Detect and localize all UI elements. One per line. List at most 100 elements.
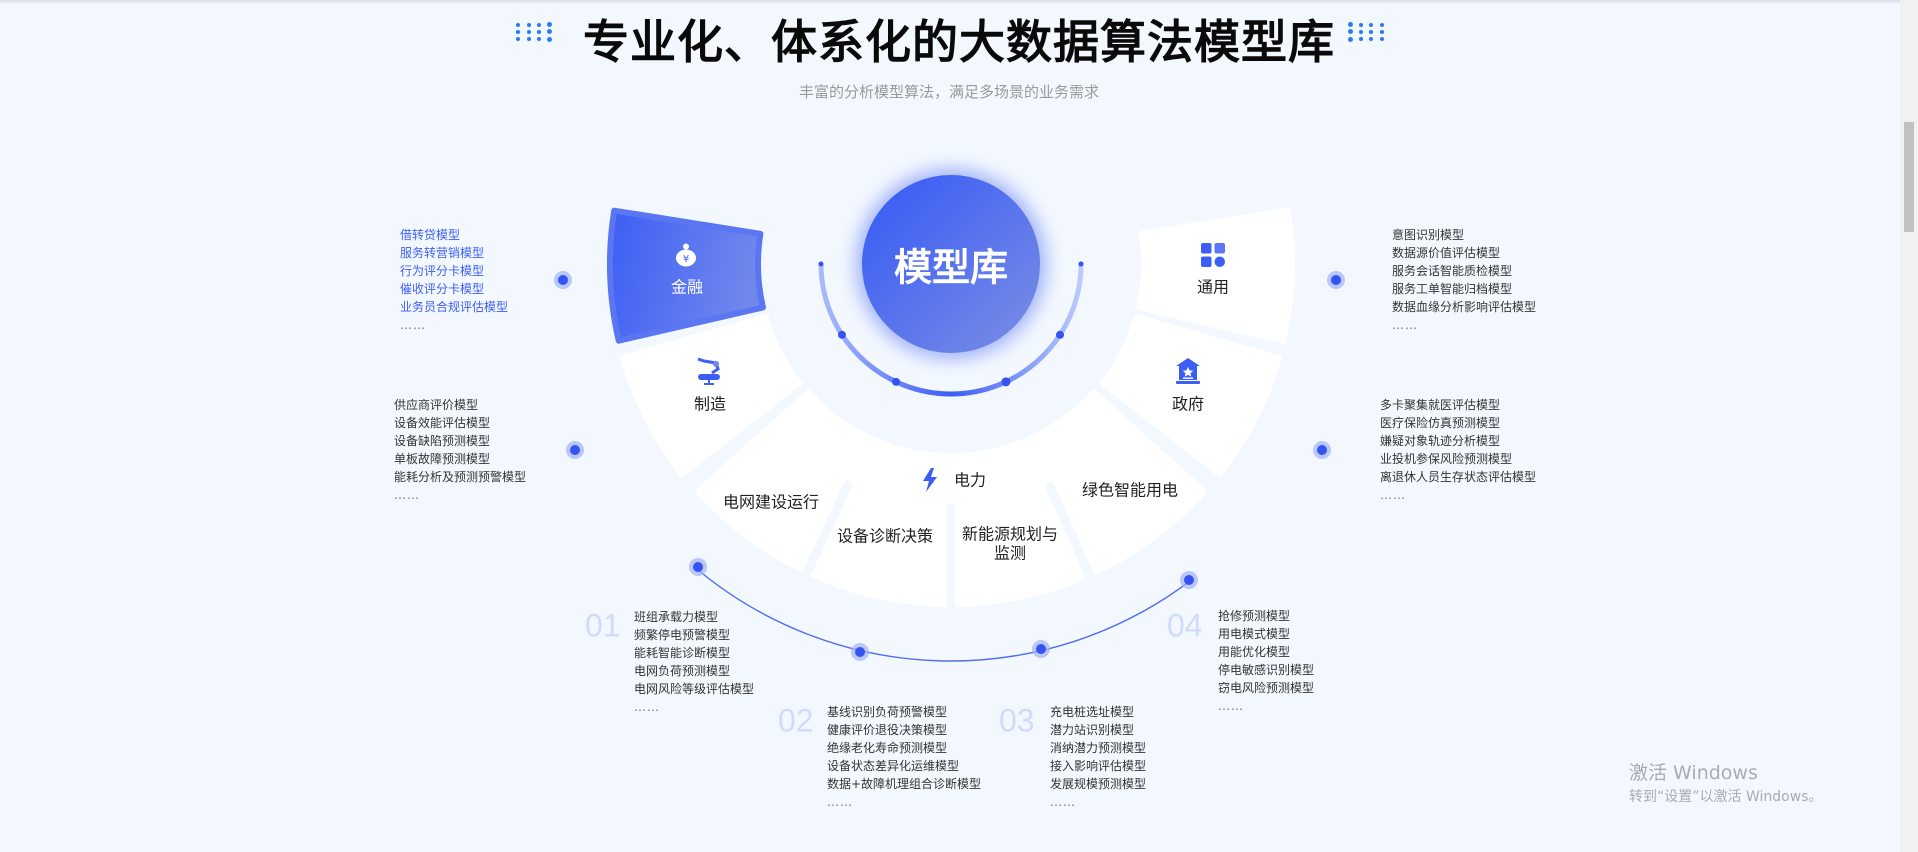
group-number-03: 03 <box>999 702 1035 739</box>
connector-dot <box>855 647 865 657</box>
model-list-item: 数据+故障机理组合诊断模型 <box>827 777 982 791</box>
power-list-04: 抢修预测模型用电模式模型用能优化模型停电敏感识别模型窃电风险预测模型…… <box>1218 607 1314 715</box>
orbit-dot <box>837 330 846 339</box>
orbit-dot <box>1001 377 1011 387</box>
model-list-item: 接入影响评估模型 <box>1050 759 1147 773</box>
model-list-item: 设备状态差异化运维模型 <box>827 759 960 773</box>
power-list-01: 班组承载力模型频繁停电预警模型能耗智能诊断模型电网负荷预测模型电网风险等级评估模… <box>634 608 754 716</box>
connector-dot <box>558 275 568 285</box>
model-list-item: 离退休人员生存状态评估模型 <box>1380 470 1537 484</box>
model-list-item: 业投机参保风险预测模型 <box>1380 452 1513 466</box>
connector-dot <box>1036 644 1046 654</box>
inner-orbit-arc <box>818 261 1084 397</box>
model-list-item: 行为评分卡模型 <box>400 264 485 278</box>
manufacturing-sector[interactable] <box>620 314 802 477</box>
power-sector-divider <box>798 480 853 586</box>
power-list-03: 充电桩选址模型潜力站识别模型消纳潜力预测模型接入影响评估模型发展规模预测模型 …… <box>1050 703 1146 811</box>
model-list-item: 抢修预测模型 <box>1218 609 1291 623</box>
model-list-item: 停电敏感识别模型 <box>1218 663 1315 677</box>
model-list-item: 潜力站识别模型 <box>1050 723 1135 737</box>
dots-decoration-left-icon <box>513 21 555 43</box>
model-list-item: 绝缘老化寿命预测模型 <box>827 741 948 755</box>
model-list-item: …… <box>1392 318 1418 332</box>
model-list-item: 健康评价退役决策模型 <box>827 723 948 737</box>
model-list-item: …… <box>1050 795 1076 809</box>
vertical-scrollbar[interactable] <box>1900 0 1918 852</box>
model-list-item: 班组承载力模型 <box>634 610 719 624</box>
model-list-item: 消纳潜力预测模型 <box>1050 741 1147 755</box>
center-circle <box>862 175 1040 353</box>
government-building-icon <box>1175 357 1201 389</box>
connector-dot <box>570 445 580 455</box>
lightning-icon <box>922 468 938 496</box>
sector-power[interactable]: 电力 <box>953 470 987 490</box>
windows-activation-title: 激活 Windows <box>1629 762 1758 784</box>
government-sector[interactable] <box>1100 314 1282 477</box>
model-list-item: …… <box>400 318 426 332</box>
money-bag-icon: ¥ <box>675 243 697 271</box>
model-list-item: 服务会话智能质检模型 <box>1392 264 1513 278</box>
model-list-item: 用能优化模型 <box>1218 645 1291 659</box>
model-list-item: 业务员合规评估模型 <box>400 300 509 314</box>
power-list-02: 基线识别负荷预警模型健康评价退役决策模型绝缘老化寿命预测模型设备状态差异化运维模… <box>827 703 981 811</box>
manufacturing-model-list: 供应商评价模型设备效能评估模型设备缺陷预测模型单板故障预测模型能耗分析及预测预警… <box>394 396 526 504</box>
finance-model-list: 借转贷模型服务转营销模型行为评分卡模型催收评分卡模型业务员合规评估模型…… <box>400 226 508 334</box>
model-list-item: …… <box>827 795 853 809</box>
finance-sector[interactable] <box>607 207 766 344</box>
model-list-item: 设备效能评估模型 <box>394 416 491 430</box>
robot-arm-icon <box>696 357 722 389</box>
model-list-item: …… <box>634 700 660 714</box>
model-list-item: …… <box>1218 699 1244 713</box>
connector-arc <box>695 567 1191 662</box>
sector-general[interactable]: 通用 <box>1196 277 1230 297</box>
power-sector-divider <box>1045 482 1098 589</box>
model-list-item: 多卡聚集就医评估模型 <box>1380 398 1501 412</box>
power-sub-green-electricity[interactable]: 绿色智能用电 <box>1081 480 1179 500</box>
model-list-item: 能耗分析及预测预警模型 <box>394 470 527 484</box>
model-list-item: 设备缺陷预测模型 <box>394 434 491 448</box>
model-list-item: …… <box>1380 488 1406 502</box>
model-list-item: 窃电风险预测模型 <box>1218 681 1315 695</box>
power-sub-equipment-diagnosis[interactable]: 设备诊断决策 <box>836 526 934 546</box>
connector-dot <box>693 562 703 572</box>
sector-manufacturing[interactable]: 制造 <box>693 394 727 414</box>
model-list-item: 发展规模预测模型 <box>1050 777 1147 791</box>
sector-finance[interactable]: 金融 <box>670 277 704 297</box>
grid-apps-icon <box>1201 243 1225 271</box>
model-list-item: 充电桩选址模型 <box>1050 705 1135 719</box>
model-list-item: 电网风险等级评估模型 <box>634 682 755 696</box>
orbit-dot <box>1078 261 1084 267</box>
model-list-item: 能耗智能诊断模型 <box>634 646 731 660</box>
model-list-item: 嫌疑对象轨迹分析模型 <box>1380 434 1501 448</box>
center-title: 模型库 <box>893 245 1009 290</box>
scrollbar-thumb[interactable] <box>1904 122 1914 232</box>
orbit-dot <box>818 261 824 267</box>
model-list-item: 电网负荷预测模型 <box>634 664 731 678</box>
model-list-item: 供应商评价模型 <box>394 398 479 412</box>
general-model-list: 意图识别模型数据源价值评估模型服务会话智能质检模型服务工单智能归档模型数据血缘分… <box>1392 226 1536 334</box>
connector-dot <box>1184 575 1194 585</box>
windows-activation-hint: 转到“设置”以激活 Windows。 <box>1629 789 1823 805</box>
model-list-item: 催收评分卡模型 <box>400 282 485 296</box>
sector-government[interactable]: 政府 <box>1171 394 1205 414</box>
group-number-04: 04 <box>1167 607 1203 644</box>
page-title: 专业化、体系化的大数据算法模型库 <box>583 15 1335 69</box>
dots-decoration-right-icon <box>1345 21 1387 43</box>
model-list-item: 服务工单智能归档模型 <box>1392 282 1513 296</box>
connector-dot <box>1317 445 1327 455</box>
model-list-item: 数据血缘分析影响评估模型 <box>1392 300 1537 314</box>
model-list-item: 单板故障预测模型 <box>394 452 491 466</box>
model-list-item: 借转贷模型 <box>400 228 461 242</box>
power-sub-grid-construction[interactable]: 电网建设运行 <box>722 492 820 512</box>
svg-text:¥: ¥ <box>683 254 689 265</box>
orbit-dot <box>1056 330 1065 339</box>
model-list-item: 基线识别负荷预警模型 <box>827 705 948 719</box>
group-number-02: 02 <box>778 702 814 739</box>
model-list-item: 频繁停电预警模型 <box>634 628 731 642</box>
power-sub-new-energy-line2[interactable]: 监测 <box>993 543 1027 563</box>
government-model-list: 多卡聚集就医评估模型医疗保险仿真预测模型嫌疑对象轨迹分析模型业投机参保风险预测模… <box>1380 396 1536 504</box>
connector-dot <box>1331 275 1341 285</box>
power-sub-new-energy-line1[interactable]: 新能源规划与 <box>961 524 1059 544</box>
general-sector[interactable] <box>1136 207 1295 344</box>
